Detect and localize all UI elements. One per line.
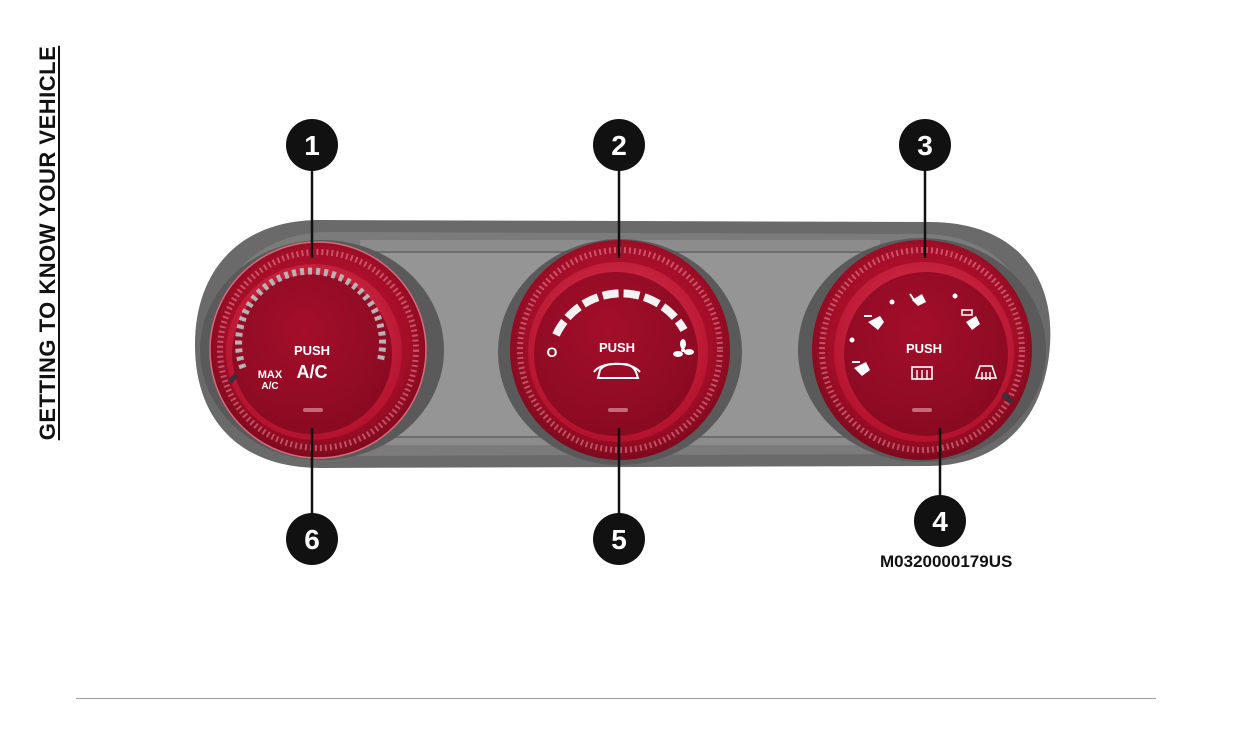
recirculation-icon: [593, 362, 641, 379]
mode-dot: [889, 299, 895, 305]
callout-1: 1: [286, 119, 338, 171]
push-label: PUSH: [599, 340, 635, 355]
fan-off-label: O: [547, 344, 558, 360]
callout-leaders: [310, 168, 942, 522]
mode-dot: [849, 337, 855, 343]
callout-5: 5: [593, 513, 645, 565]
airflow-mode-knob[interactable]: PUSH: [798, 238, 1046, 462]
bilevel-icon: [909, 293, 926, 306]
svg-text:1: 1: [304, 130, 320, 161]
callout-6: 6: [286, 513, 338, 565]
fan-speed-knob[interactable]: O PUSH: [498, 239, 742, 465]
ac-label: A/C: [297, 362, 328, 382]
svg-text:3: 3: [917, 130, 933, 161]
max-ac-label: A/C: [261, 381, 278, 392]
floor-vent-icon: [852, 361, 870, 376]
callout-4: 4: [914, 495, 966, 547]
windshield-defrost-icon: [974, 365, 998, 380]
floor-defrost-icon: [961, 309, 980, 330]
svg-text:4: 4: [932, 506, 948, 537]
rear-defrost-icon: [911, 366, 933, 380]
mode-dot: [952, 293, 958, 299]
fan-icon: [673, 339, 694, 357]
footer-divider: [76, 698, 1156, 699]
svg-text:2: 2: [611, 130, 627, 161]
push-label: PUSH: [294, 343, 330, 358]
figure-code: M0320000179US: [880, 552, 1013, 571]
callout-3: 3: [899, 119, 951, 171]
callout-2: 2: [593, 119, 645, 171]
svg-text:5: 5: [611, 524, 627, 555]
svg-text:6: 6: [304, 524, 320, 555]
panel-vent-icon: [864, 315, 884, 330]
temperature-knob[interactable]: PUSH A/C MAX A/C: [200, 240, 444, 460]
max-label: MAX: [258, 369, 283, 381]
push-label: PUSH: [906, 341, 942, 356]
